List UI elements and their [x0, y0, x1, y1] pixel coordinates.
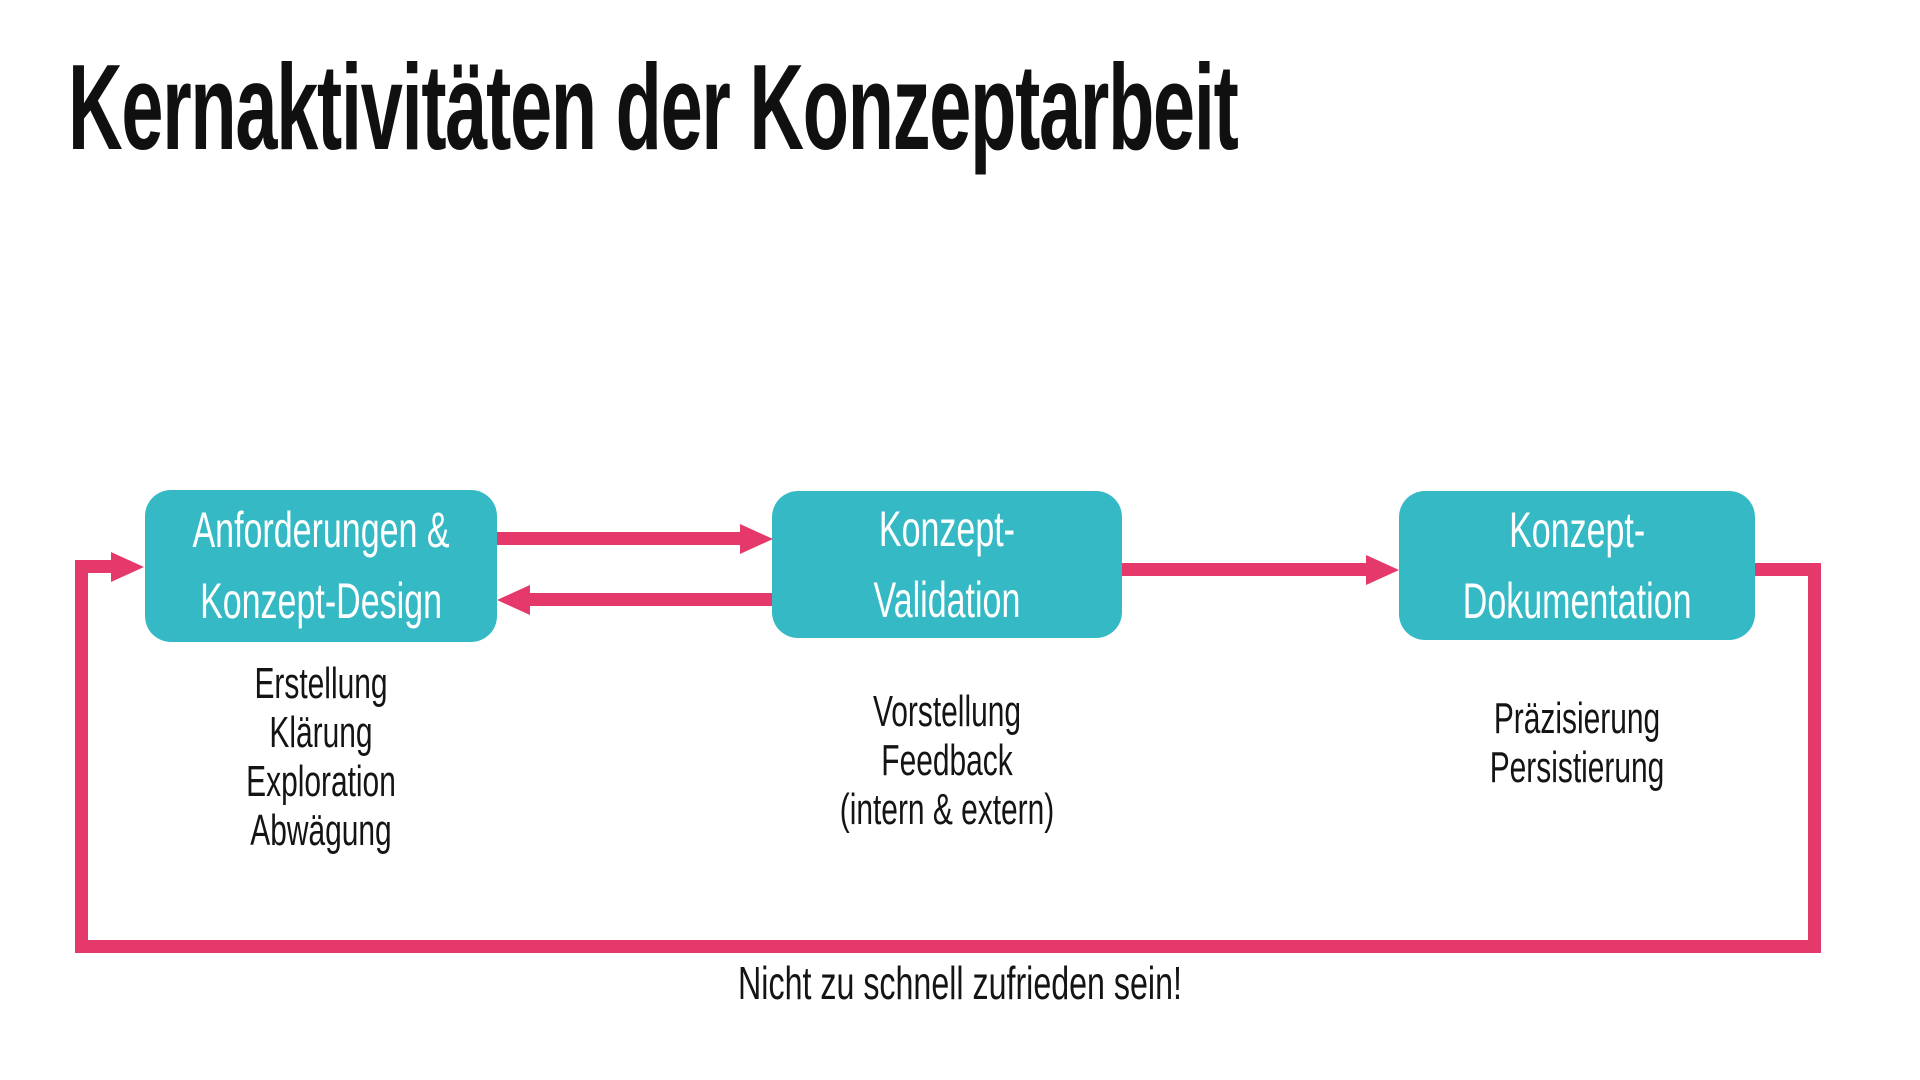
box-label: Konzept- Dokumentation — [1463, 495, 1692, 637]
box-label-line1: Anforderungen & — [192, 502, 450, 558]
box-label-line2: Konzept-Design — [200, 573, 442, 629]
arrow-right-icon — [740, 524, 773, 554]
activity-item: Klärung — [269, 708, 373, 757]
arrow-validation-to-design-line — [529, 593, 772, 606]
arrow-design-to-validation-line — [497, 532, 742, 545]
footer-note: Nicht zu schnell zufrieden sein! — [738, 957, 1182, 1009]
feedback-loop-entry-segment — [75, 560, 113, 573]
arrow-right-icon — [111, 552, 144, 582]
activity-list-design: Erstellung Klärung Exploration Abwägung — [83, 659, 559, 855]
page-title: Kernaktivitäten der Konzeptarbeit — [68, 39, 1239, 175]
box-label-line2: Dokumentation — [1462, 572, 1692, 629]
activity-item: Vorstellung — [872, 687, 1022, 736]
arrow-left-icon — [497, 585, 530, 615]
feedback-loop-right-segment — [1808, 563, 1821, 953]
activity-item: Feedback — [881, 736, 1013, 785]
arrow-validation-to-dokumentation-line — [1122, 563, 1368, 576]
activity-item: Exploration — [246, 757, 396, 806]
activity-item: Persistierung — [1489, 743, 1665, 792]
box-label-line1: Konzept- — [878, 500, 1016, 557]
activity-item: (intern & extern) — [839, 785, 1055, 834]
activity-list-dokumentation: Präzisierung Persistierung — [1339, 694, 1815, 792]
box-konzept-validation: Konzept- Validation — [772, 491, 1122, 638]
activity-list-validation: Vorstellung Feedback (intern & extern) — [709, 687, 1185, 834]
box-label-line1: Konzept- — [1508, 501, 1646, 558]
box-anforderungen-konzept-design: Anforderungen & Konzept-Design — [145, 490, 497, 642]
box-label-line2: Validation — [873, 571, 1021, 628]
arrow-right-icon — [1366, 555, 1399, 585]
feedback-loop-bottom-segment — [75, 940, 1821, 953]
box-label: Konzept- Validation — [874, 494, 1021, 636]
activity-item: Erstellung — [254, 659, 388, 708]
feedback-loop-left-segment — [75, 560, 88, 953]
box-label: Anforderungen & Konzept-Design — [192, 495, 449, 637]
activity-item: Abwägung — [250, 806, 392, 855]
feedback-loop-top-right-segment — [1755, 563, 1821, 576]
box-konzept-dokumentation: Konzept- Dokumentation — [1399, 491, 1755, 640]
activity-item: Präzisierung — [1493, 694, 1661, 743]
